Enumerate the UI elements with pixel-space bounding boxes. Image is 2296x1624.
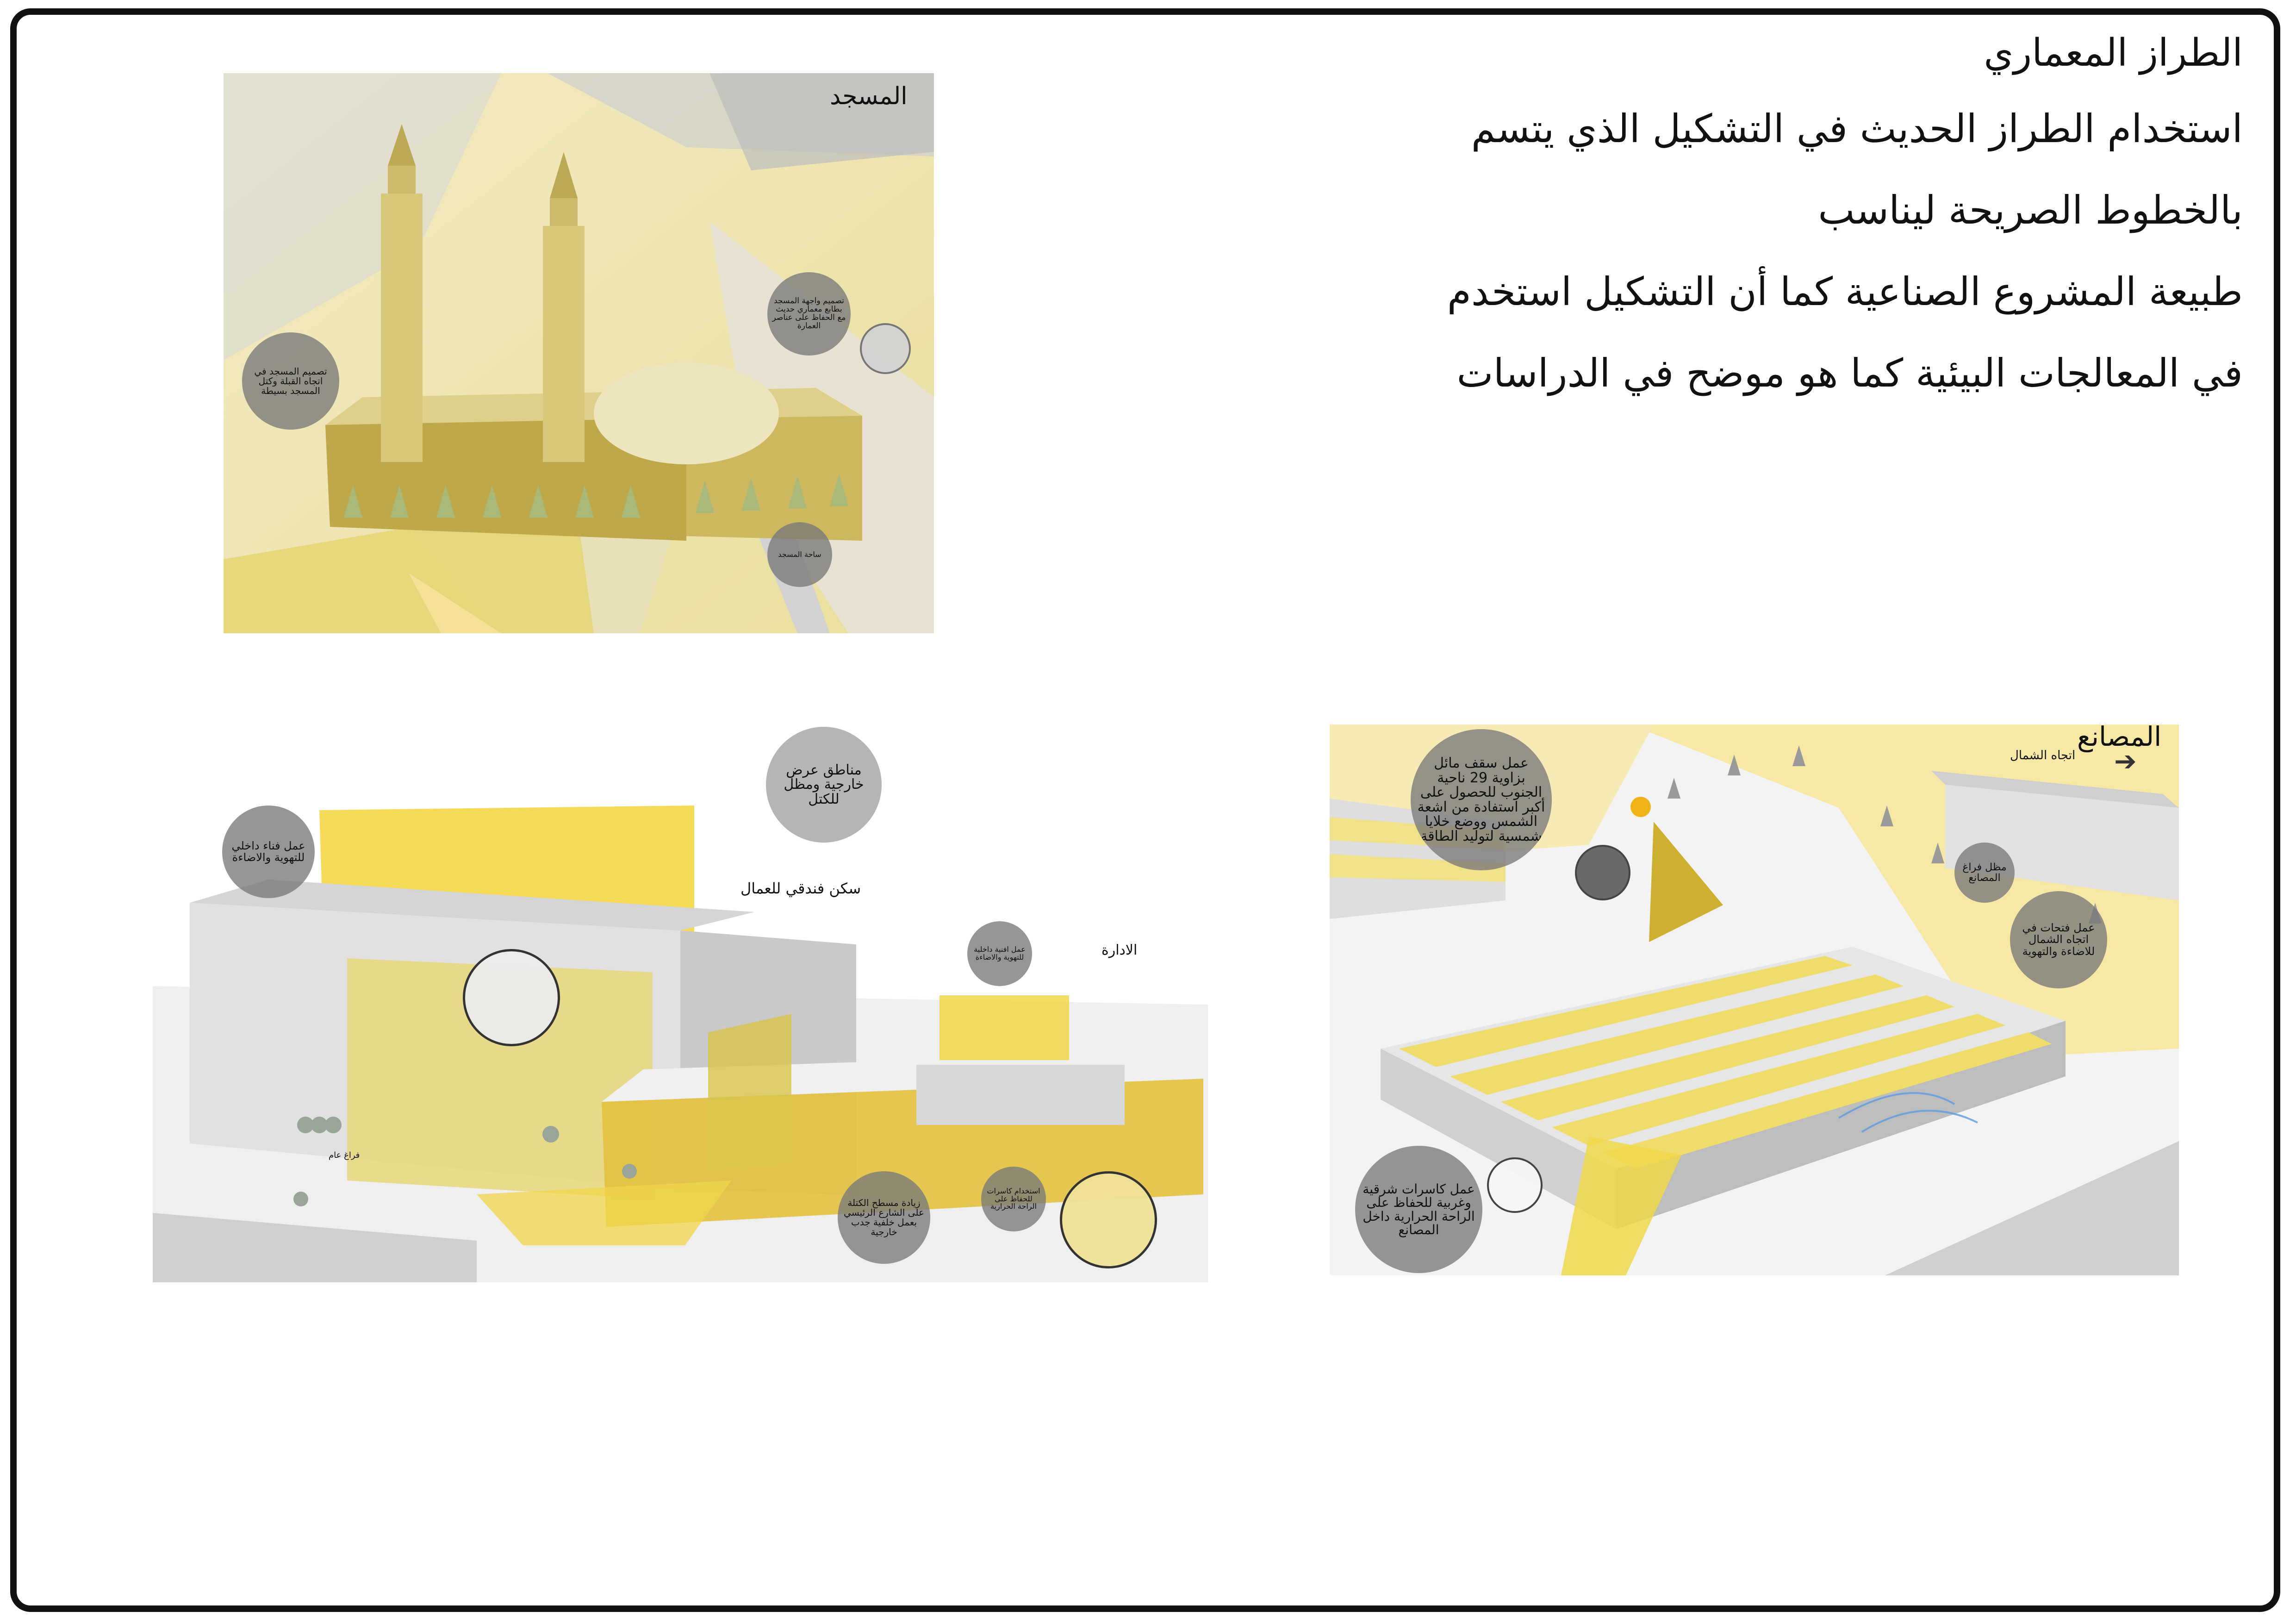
complex-panel: سكن فندقي للعمال الادارة فراغ عام مناطق … (153, 727, 1208, 1282)
factories-detail-circle-2 (1487, 1157, 1543, 1213)
factories-note-1: عمل سقف مائل بزاوية 29 ناحية الجنوب للحص… (1411, 729, 1552, 870)
factories-panel: المصانع اتجاه الشمال ➔ عمل سقف مائل بزاو… (1330, 725, 2179, 1275)
heading-line-4: في المعالجات البيئية كما هو موضح في الدر… (1456, 350, 2243, 396)
factories-title: المصانع (2077, 725, 2162, 752)
mosque-note-2: تصميم واجهة المسجد بطابع معماري حديث مع … (767, 272, 851, 356)
mosque-note-3: ساحة المسجد (767, 522, 832, 587)
complex-label-housing: سكن فندقي للعمال (740, 880, 861, 897)
factories-note-3: عمل فتحات في اتجاه الشمال للاضاءة والتهو… (2010, 891, 2107, 988)
heading-line-3: طبيعة المشروع الصناعية كما أن التشكيل اس… (1447, 269, 2243, 314)
mosque-illustration (224, 73, 934, 633)
factories-note-4: عمل كاسرات شرقية وغربية للحفاظ على الراح… (1355, 1146, 1482, 1273)
complex-detail-circle-1 (463, 949, 560, 1046)
complex-detail-circle-2 (1060, 1171, 1157, 1268)
factories-detail-circle-1 (1575, 845, 1630, 900)
complex-note-1: مناطق عرض خارجية ومظل للكتل (766, 727, 882, 843)
complex-label-admin: الادارة (1101, 942, 1138, 958)
north-direction-label: اتجاه الشمال (2010, 749, 2076, 762)
mosque-title: المسجد (830, 82, 908, 110)
mosque-panel: المسجد تصميم المسجد في اتجاه القبلة وكتل… (224, 73, 934, 633)
complex-note-5: استخدام كاسرات للحفاظ على الراحة الحراري… (981, 1167, 1046, 1231)
complex-label-open-space: فراغ عام (329, 1150, 360, 1160)
factories-note-2: مظل فراغ المصانع (1954, 843, 2015, 903)
heading-title: الطراز المعماري (1984, 31, 2243, 75)
page-frame (10, 8, 2280, 1612)
heading-line-2: بالخطوط الصريحة ليناسب (1818, 187, 2243, 233)
heading-line-1: استخدام الطراز الحديث في التشكيل الذي يت… (1471, 106, 2243, 151)
north-arrow-icon: ➔ (2114, 745, 2137, 777)
factories-illustration (1330, 725, 2179, 1275)
heading-block: الطراز المعماري استخدام الطراز الحديث في… (1363, 19, 2243, 414)
mosque-note-1: تصميم المسجد في اتجاه القبلة وكتل المسجد… (242, 332, 339, 430)
complex-note-4: زيادة مسطح الكتلة على الشارع الرئيسي بعم… (838, 1171, 930, 1264)
complex-illustration (153, 727, 1208, 1282)
mosque-detail-circle (860, 323, 911, 374)
complex-note-3: عمل افنية داخلية للتهوية والاضاءة (967, 921, 1032, 986)
complex-note-2: عمل فناء داخلي للتهوية والاضاءة (222, 806, 315, 898)
